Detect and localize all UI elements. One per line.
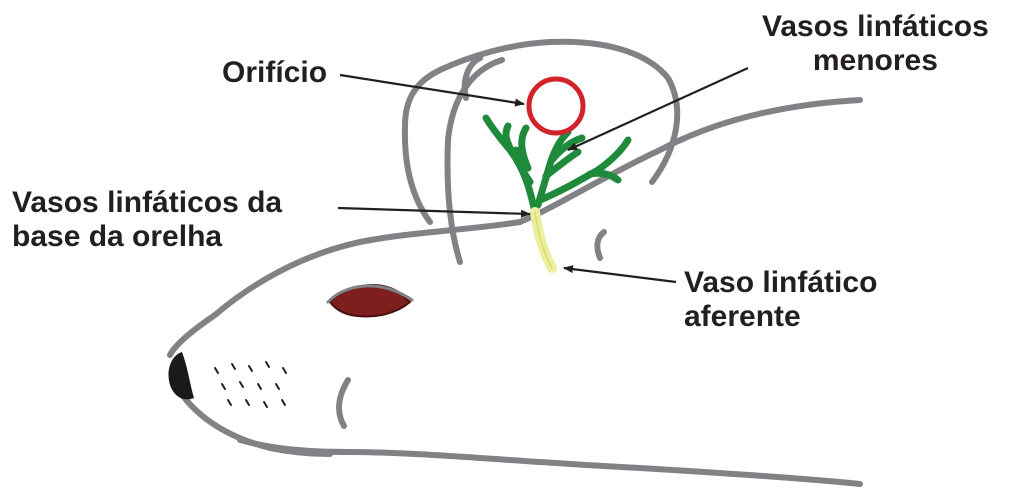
ear-base-curve [597,232,604,258]
arrow-vasos-menores [568,68,748,150]
label-vasos-menores-line1: Vasos linfáticos [762,10,989,44]
arrow-vaso-aferente [564,268,676,282]
label-vasos-menores-line2: menores [762,44,989,78]
orifice-circle [529,79,583,133]
label-vasos-base: Vasos linfáticos da base da orelha [12,186,282,254]
label-vaso-aferente-line2: aferente [684,300,877,334]
eye [328,285,412,316]
label-orificio-text: Orifício [222,56,327,90]
mouth-line [240,440,860,484]
afferent-lymph-vessel [535,212,552,268]
arrow-vasos-base [338,208,530,214]
label-vasos-menores: Vasos linfáticos menores [762,10,989,78]
ear-front-fold [448,60,503,262]
label-orificio: Orifício [222,56,327,90]
label-vasos-base-line2: base da orelha [12,220,282,254]
nose [169,352,195,399]
cheek-line [339,380,348,426]
whisker-dots [215,362,286,407]
arrow-orificio [340,75,524,104]
label-vaso-aferente-line1: Vaso linfático [684,266,877,300]
label-vaso-aferente: Vaso linfático aferente [684,266,877,334]
label-vasos-base-line1: Vasos linfáticos da [12,186,282,220]
